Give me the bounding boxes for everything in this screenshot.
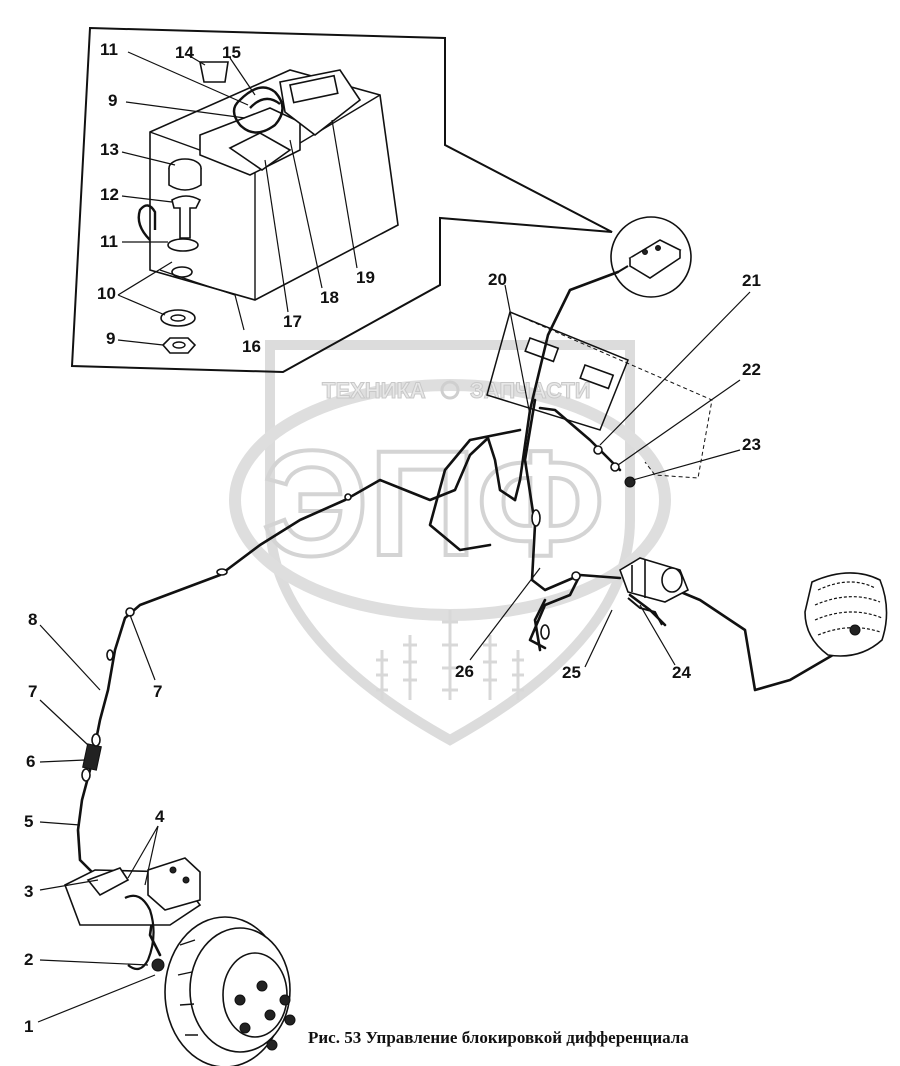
callout-9: 9 bbox=[108, 91, 117, 110]
callout-7-upper: 7 bbox=[153, 682, 162, 701]
figure-caption: Рис. 53 Управление блокировкой дифференц… bbox=[308, 1028, 689, 1047]
front-drive-hub bbox=[63, 857, 296, 1066]
callout-18: 18 bbox=[320, 288, 339, 307]
callout-26: 26 bbox=[455, 662, 474, 681]
callout-25: 25 bbox=[562, 663, 581, 682]
filler-parts bbox=[137, 61, 229, 354]
callout-13: 13 bbox=[100, 140, 119, 159]
dashboard-panel bbox=[486, 310, 713, 479]
callout-19: 19 bbox=[356, 268, 375, 287]
callout-8: 8 bbox=[28, 610, 37, 629]
hub-bolts bbox=[234, 980, 296, 1051]
watermark-left-word: ТЕХНИКА bbox=[322, 378, 426, 403]
callout-17: 17 bbox=[283, 312, 302, 331]
callout-9-lower: 9 bbox=[106, 329, 115, 348]
callout-labels: 11 14 15 9 13 12 11 10 9 16 17 18 19 20 … bbox=[24, 40, 761, 1036]
valve-detail-circle bbox=[610, 216, 692, 298]
callout-3: 3 bbox=[24, 882, 33, 901]
callout-14: 14 bbox=[175, 43, 194, 62]
callout-6: 6 bbox=[26, 752, 35, 771]
callout-20: 20 bbox=[488, 270, 507, 289]
main-leaders bbox=[37, 284, 751, 1023]
callout-10: 10 bbox=[97, 284, 116, 303]
watermark-right-word: ЗАПЧАСТИ bbox=[470, 378, 591, 403]
callout-11: 11 bbox=[100, 40, 118, 59]
watermark: ЭПФ ТЕХНИКА ЗАПЧАСТИ bbox=[229, 340, 671, 746]
inset-frame bbox=[70, 26, 613, 374]
callout-16: 16 bbox=[242, 337, 261, 356]
line-fittings bbox=[81, 445, 636, 782]
callout-24: 24 bbox=[672, 663, 691, 682]
watermark-gear-icon bbox=[440, 380, 460, 400]
rear-axle-unit bbox=[804, 572, 888, 657]
reservoir-tank bbox=[149, 69, 399, 301]
callout-22: 22 bbox=[742, 360, 761, 379]
callout-7-left: 7 bbox=[28, 682, 37, 701]
callout-5: 5 bbox=[24, 812, 33, 831]
callout-1: 1 bbox=[24, 1017, 33, 1036]
callout-23: 23 bbox=[742, 435, 761, 454]
callout-12: 12 bbox=[100, 185, 119, 204]
callout-11-lower: 11 bbox=[100, 232, 118, 251]
watermark-big-letters: ЭПФ bbox=[262, 419, 605, 587]
callout-4: 4 bbox=[155, 807, 165, 826]
callout-21: 21 bbox=[742, 271, 761, 290]
inset-leaders bbox=[117, 51, 358, 346]
solenoid-valve bbox=[619, 557, 690, 626]
callout-15: 15 bbox=[222, 43, 241, 62]
watermark-wheat-icon bbox=[376, 610, 524, 700]
callout-2: 2 bbox=[24, 950, 33, 969]
